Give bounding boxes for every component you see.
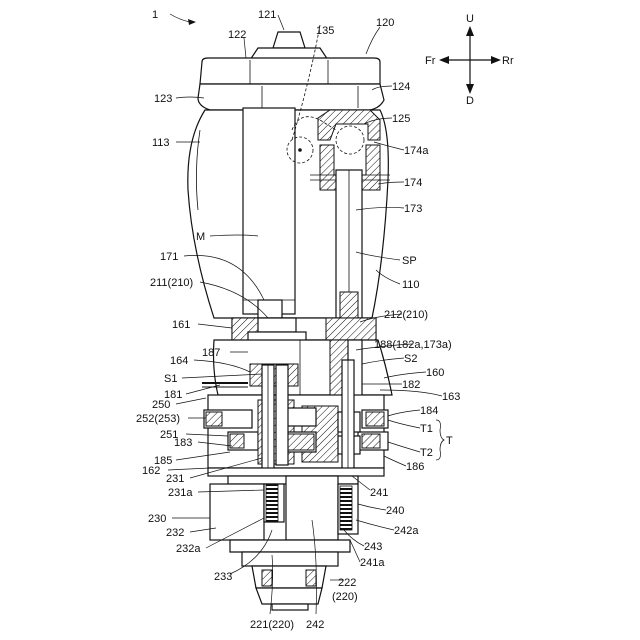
label-S2: S2 [404,353,417,365]
label-164: 164 [170,355,188,367]
label-232a: 232a [176,543,201,555]
label-113: 113 [152,137,170,149]
tool-unit-240 [286,476,358,540]
label-230: 230 [148,513,166,525]
label-243: 243 [364,541,382,553]
label-SP: SP [402,255,417,267]
label-174: 174 [404,177,422,189]
label-rear: Rr [502,55,514,67]
label-173: 173 [404,203,422,215]
label-122: 122 [228,29,246,41]
label-T: T [446,435,453,447]
cap-120 [198,58,384,110]
label-124: 124 [392,81,410,93]
label-125: 125 [392,113,410,125]
label-T2: T2 [420,447,433,459]
gear-case-160 [214,340,393,400]
label-110: 110 [402,279,420,291]
label-184: 184 [420,405,438,417]
label-front: Fr [425,55,436,67]
label-183: 183 [174,437,192,449]
shaft-173 [336,170,362,318]
label-222: 222 [338,577,356,589]
label-242a: 242a [394,525,419,537]
label-187: 187 [202,347,220,359]
tool-unit-230 [210,484,284,540]
label-121: 121 [258,9,276,21]
label-231a: 231a [168,487,193,499]
label-171: 171 [160,251,178,263]
label-163: 163 [442,391,460,403]
label-231: 231 [166,473,184,485]
label-186: 186 [406,461,424,473]
label-123: 123 [154,93,172,105]
label-212: 212(210) [384,309,428,321]
label-232: 232 [166,527,184,539]
label-242: 242 [306,619,324,631]
label-240: 240 [386,505,404,517]
label-135: 135 [316,25,334,37]
brace-T [436,420,444,460]
direction-compass-icon [439,26,501,94]
label-250: 250 [152,399,170,411]
label-up: U [466,13,474,25]
label-1: 1 [152,9,158,21]
transmission-T [204,395,388,468]
label-162: 162 [142,465,160,477]
motor-M [243,108,295,318]
label-120: 120 [376,17,394,29]
label-161: 161 [172,319,190,331]
label-241: 241 [370,487,388,499]
label-T1: T1 [420,423,433,435]
label-182: 182 [402,379,420,391]
label-160: 160 [426,367,444,379]
label-174a: 174a [404,145,429,157]
label-188: 188(182a,173a) [374,339,452,351]
label-220: (220) [332,591,358,603]
label-221: 221(220) [250,619,294,631]
label-211: 211(210) [150,277,193,289]
label-S1: S1 [164,373,177,385]
label-252: 252(253) [136,413,180,425]
label-233: 233 [214,571,232,583]
label-down: D [466,95,474,107]
label-241a: 241a [360,557,385,569]
label-M: M [196,231,205,243]
